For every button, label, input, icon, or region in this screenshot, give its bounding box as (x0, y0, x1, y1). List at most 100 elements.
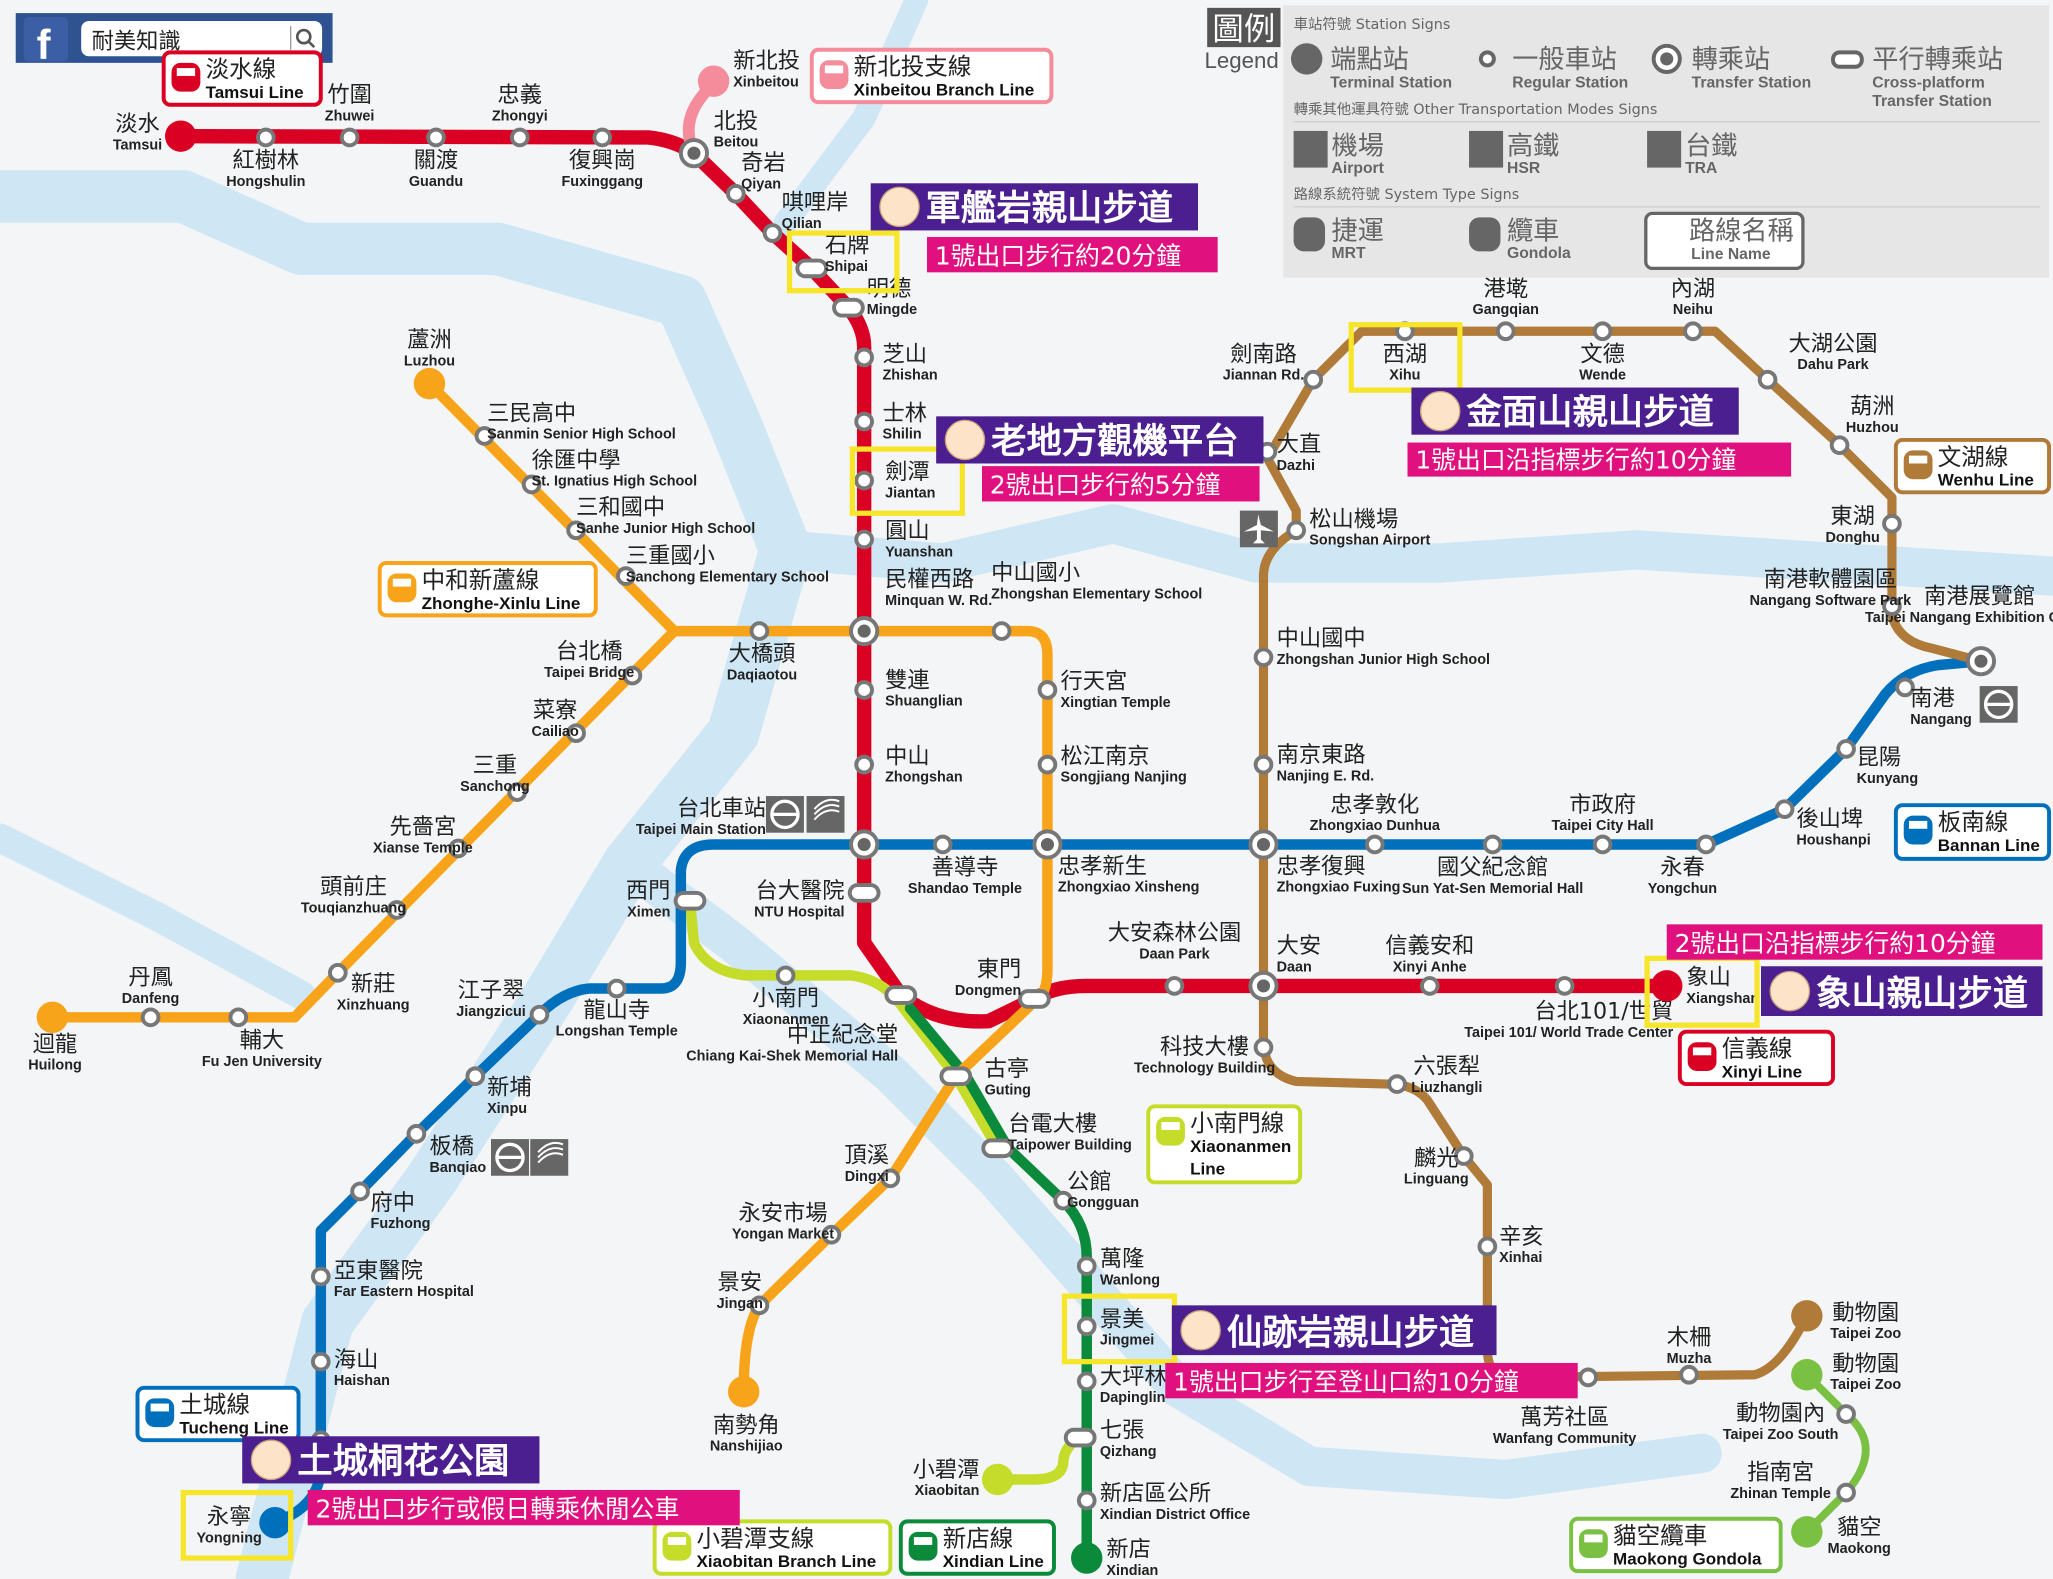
magnifier-icon[interactable] (290, 26, 316, 50)
search-input[interactable] (81, 20, 323, 57)
